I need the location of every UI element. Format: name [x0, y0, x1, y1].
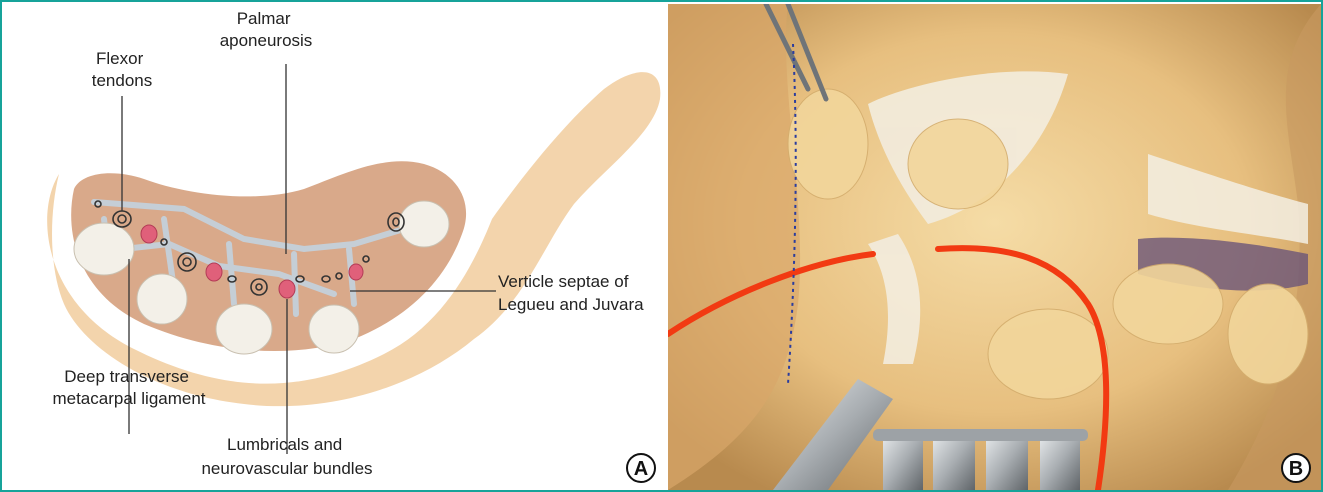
label-verticle-septae: Verticle septae of Legueu and Juvara	[498, 272, 644, 314]
hand-cross-section-svg: Palmar aponeurosis Flexor tendons Vertic…	[4, 4, 664, 490]
panel-letter-a: A	[634, 458, 648, 480]
label-lumbricals: Lumbricals and neurovascular bundles	[201, 435, 372, 478]
panel-b-photo: B	[668, 4, 1321, 490]
surgical-photo-svg: B	[668, 4, 1321, 490]
label-flexor-tendons: Flexor tendons	[92, 49, 153, 90]
panel-a-diagram: Palmar aponeurosis Flexor tendons Vertic…	[4, 4, 664, 490]
label-palmar-aponeurosis: Palmar aponeurosis	[220, 9, 313, 50]
panel-letter-b: B	[1289, 458, 1303, 480]
